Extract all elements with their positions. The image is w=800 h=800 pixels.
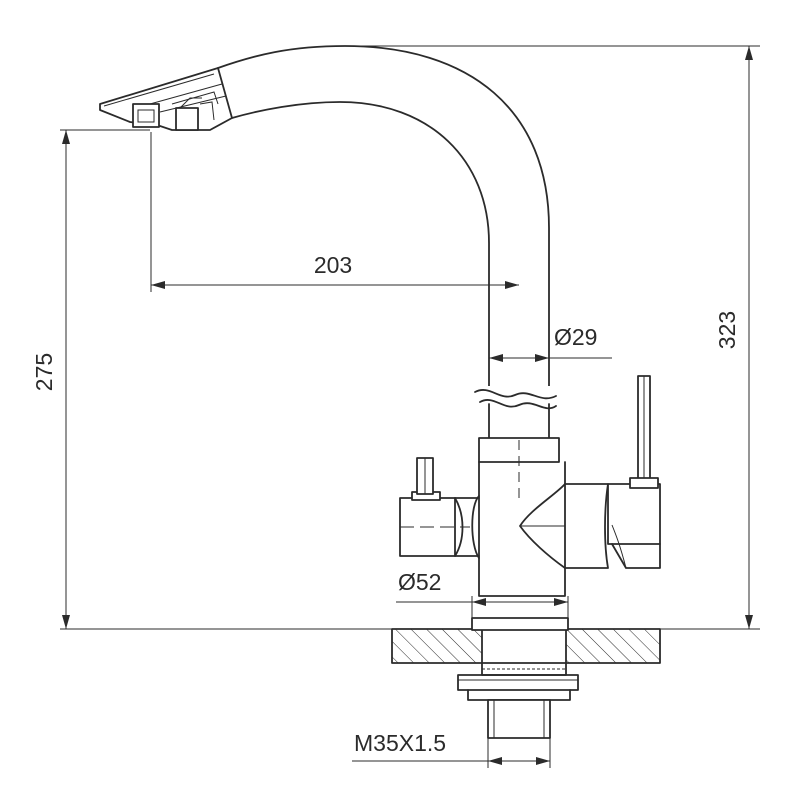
dim-total-height	[330, 45, 760, 629]
dim-reach-label: 203	[314, 252, 352, 278]
dim-reach	[150, 132, 519, 292]
dim-tube-diameter	[489, 354, 612, 362]
spout-head	[99, 67, 233, 131]
dim-spout-height-label: 275	[31, 353, 57, 391]
left-outlet	[399, 457, 480, 559]
dim-thread-label: M35X1.5	[354, 730, 446, 756]
dim-base-diameter-label: Ø52	[398, 569, 441, 595]
dim-total-height-label: 323	[714, 311, 740, 349]
tube-break-lines	[474, 386, 557, 441]
dim-tube-diameter-label: Ø29	[554, 324, 597, 350]
dim-thread	[352, 738, 551, 768]
dim-spout-height	[60, 129, 150, 629]
dim-base-diameter	[396, 596, 569, 618]
countertop	[60, 628, 760, 665]
right-outlet	[519, 375, 661, 569]
spout-tube	[217, 45, 550, 401]
faucet-body	[478, 437, 566, 597]
mounting-hardware	[457, 617, 579, 739]
